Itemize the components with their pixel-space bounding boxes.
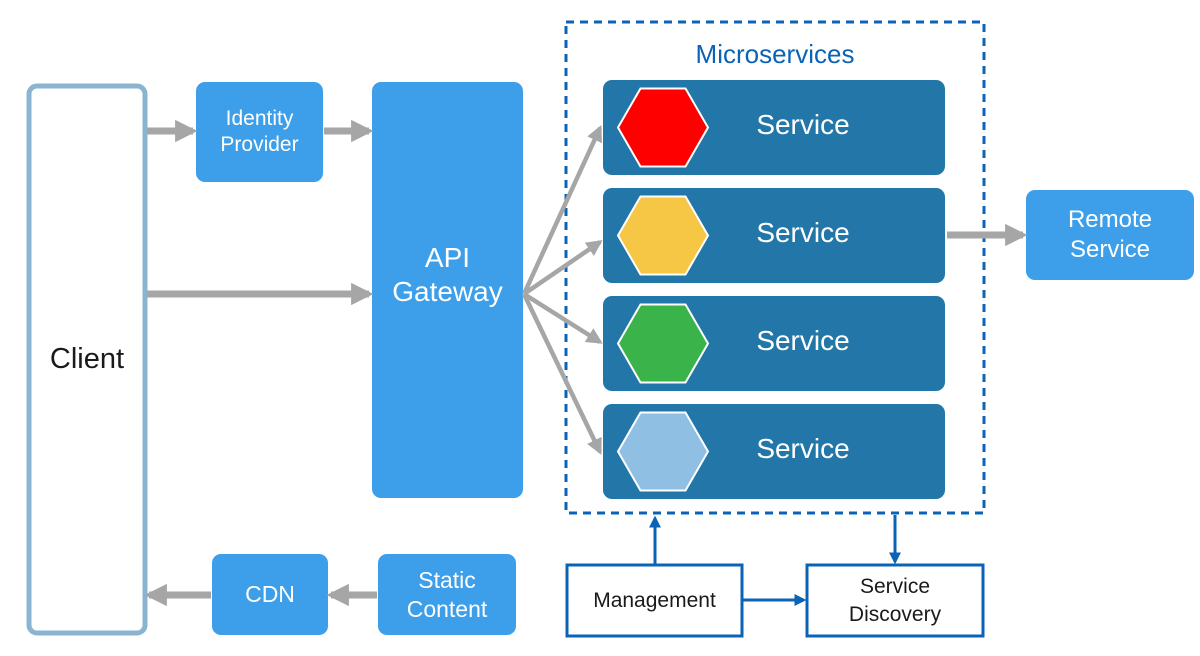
service-hexagon-3 xyxy=(616,303,710,384)
service-rows xyxy=(603,80,945,499)
api-gateway-box xyxy=(372,82,523,498)
arrow-gateway-to-service-2 xyxy=(522,240,603,296)
service-hexagon-4 xyxy=(616,411,710,492)
client-box xyxy=(26,83,148,636)
management-box xyxy=(565,563,744,638)
service-hexagon-1 xyxy=(616,87,710,168)
arrow-gateway-to-service-1 xyxy=(521,125,603,295)
static-content-box xyxy=(378,554,516,635)
service-hexagon-2 xyxy=(616,195,710,276)
arrow-gateway-to-service-3 xyxy=(522,292,603,344)
remote-service-box xyxy=(1026,190,1194,280)
identity-provider-box xyxy=(196,82,323,182)
arrow-gateway-to-service-4 xyxy=(521,293,603,455)
service-discovery-box xyxy=(805,563,985,638)
cdn-box xyxy=(212,554,328,635)
